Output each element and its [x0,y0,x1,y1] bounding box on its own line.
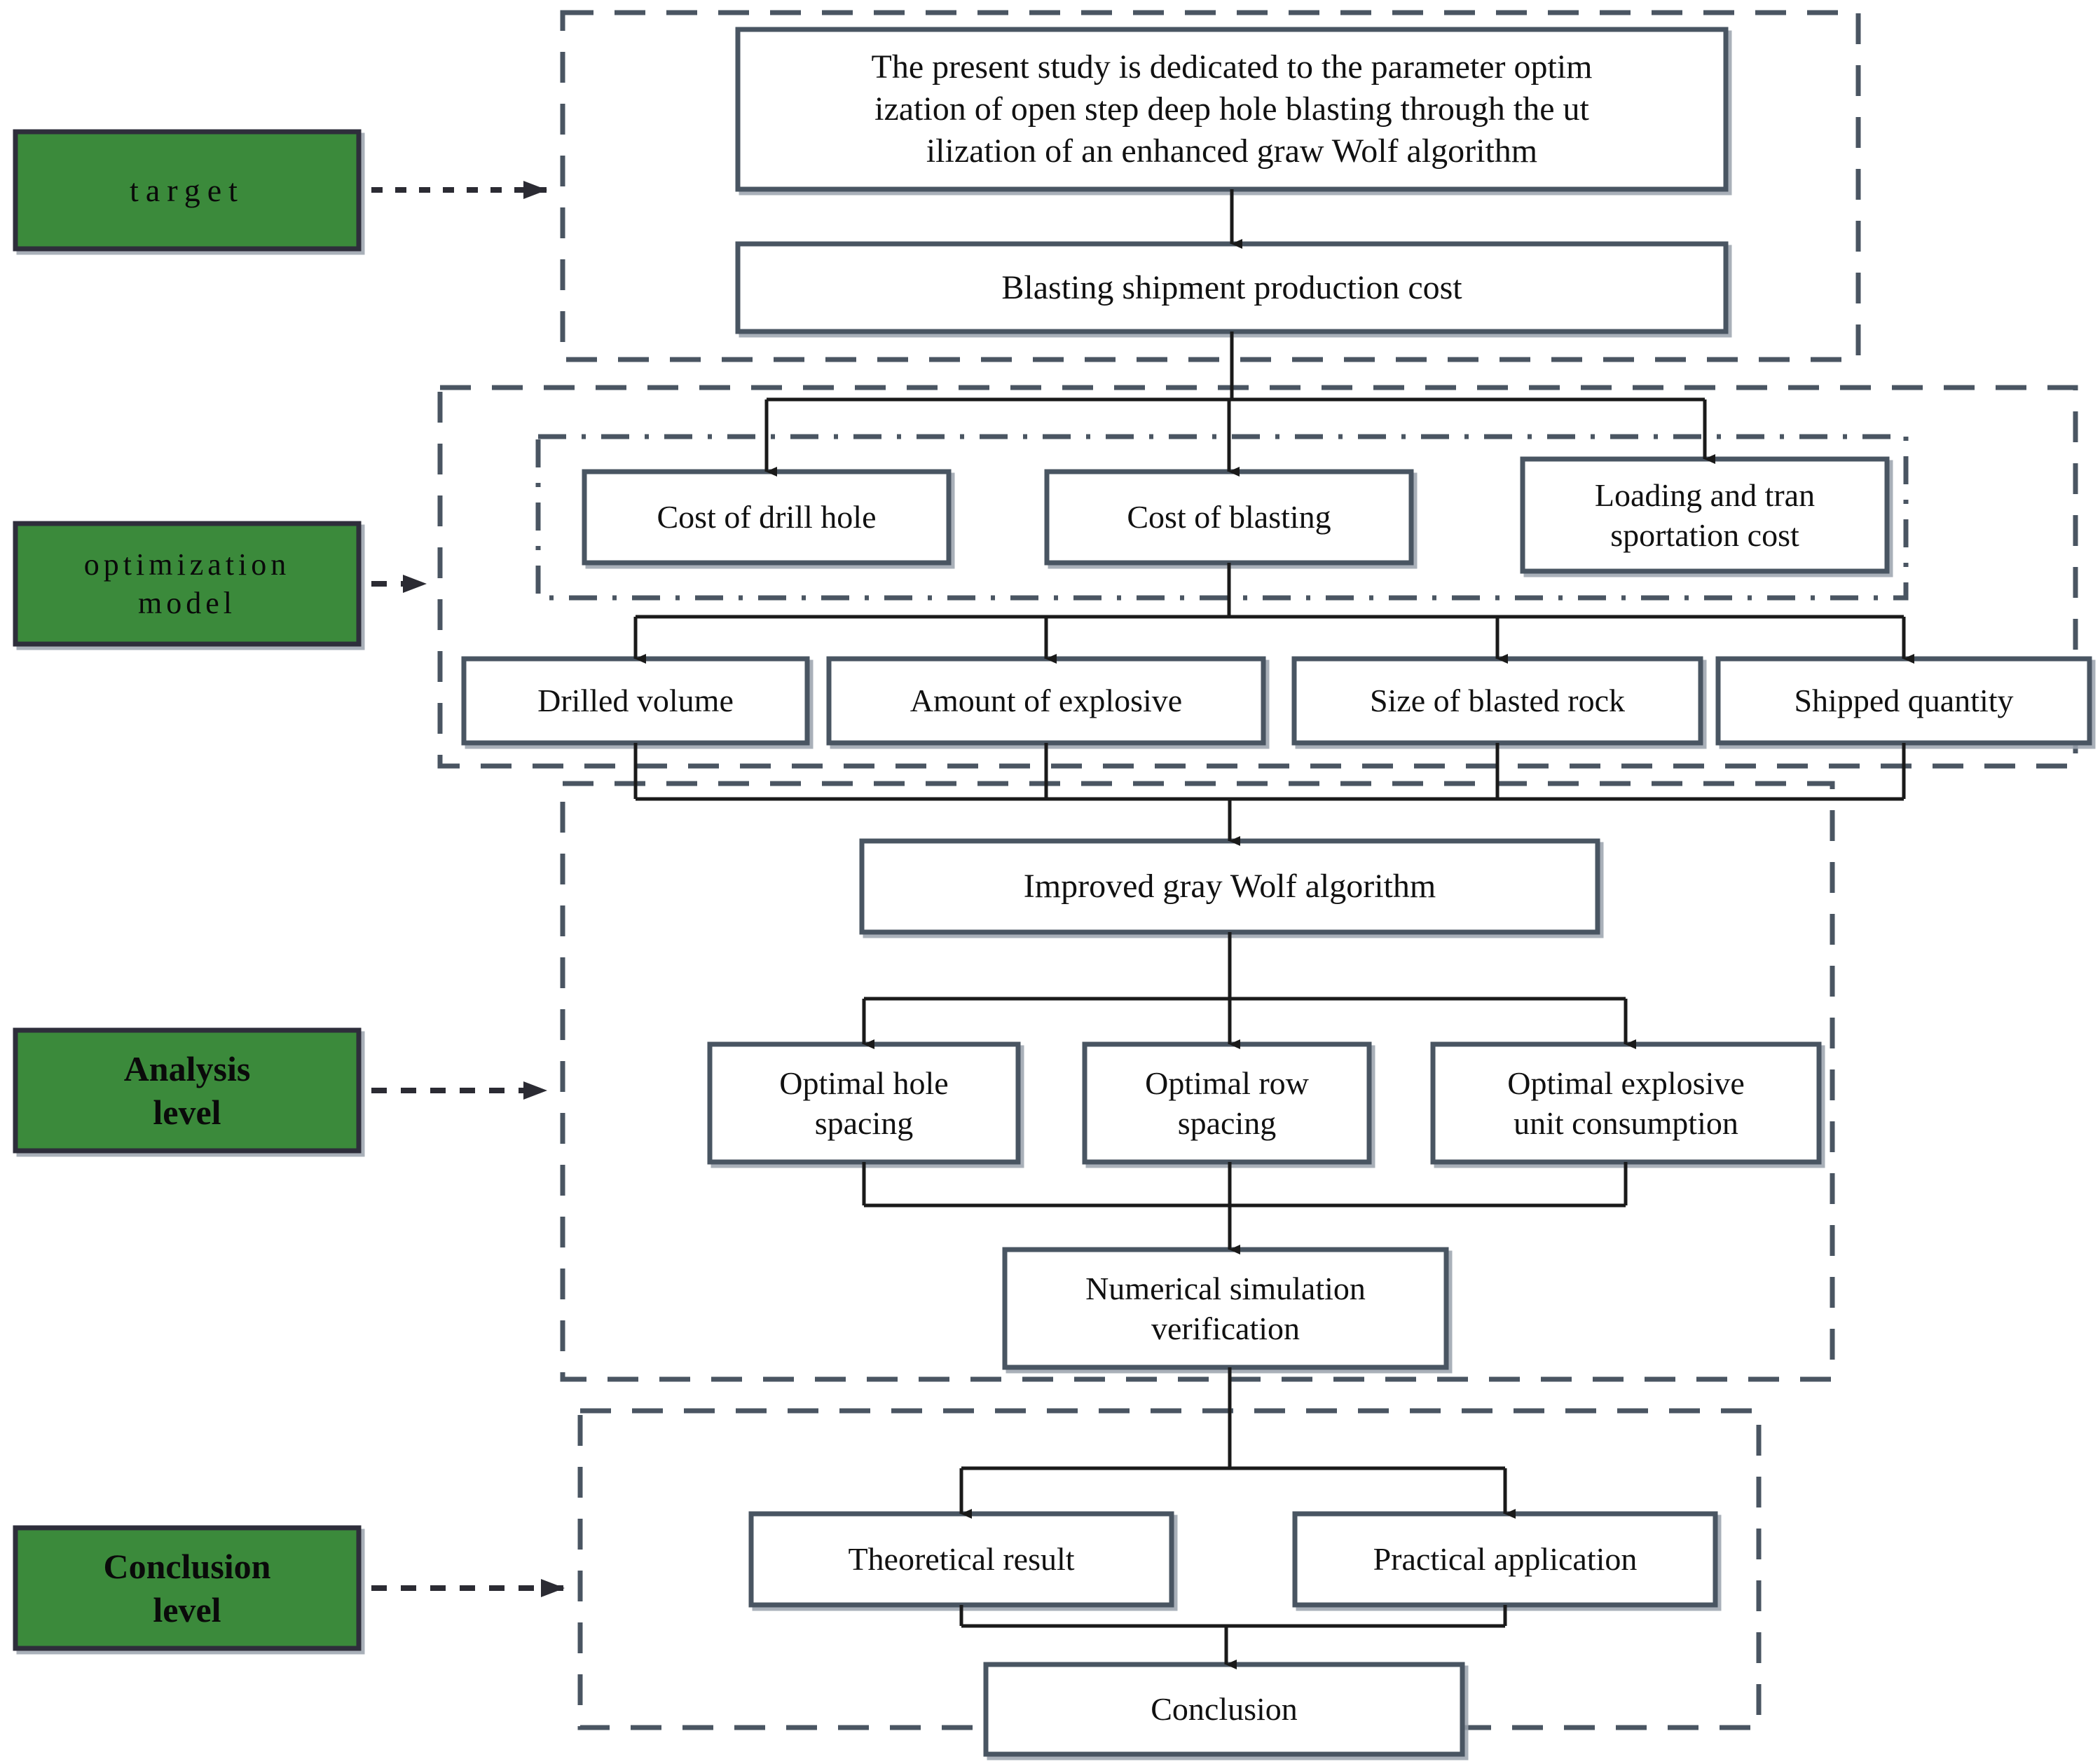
node-cost-blasting [1044,469,1414,566]
node-study-statement [735,27,1729,192]
node-loading-transport [1520,456,1890,574]
node-practical-application [1292,1511,1718,1608]
section-container-target [560,10,1861,362]
node-optimal-hole-spacing [707,1041,1021,1165]
node-gray-wolf [859,838,1600,935]
node-production-cost [735,241,1729,334]
node-theoretical-result [748,1511,1174,1608]
node-cost-drill-hole [582,469,952,566]
green-label-analysis-box [13,1027,362,1154]
node-size-blasted-rock [1291,656,1703,746]
node-amount-explosive [826,656,1266,746]
node-shipped-quantity [1715,656,2092,746]
node-numerical-simulation [1002,1247,1449,1370]
section-container-analysis [560,781,1835,1382]
green-label-conclusion-box [13,1525,362,1651]
node-optimal-row-spacing [1082,1041,1372,1165]
node-drilled-volume [461,656,810,746]
node-optimal-explosive-unit [1430,1041,1822,1165]
flow-connectors [633,189,1914,1669]
section-container-optimization [437,385,2078,769]
node-conclusion [983,1662,1465,1757]
green-label-target-box [13,129,362,252]
green-label-optimization-box [13,521,362,647]
